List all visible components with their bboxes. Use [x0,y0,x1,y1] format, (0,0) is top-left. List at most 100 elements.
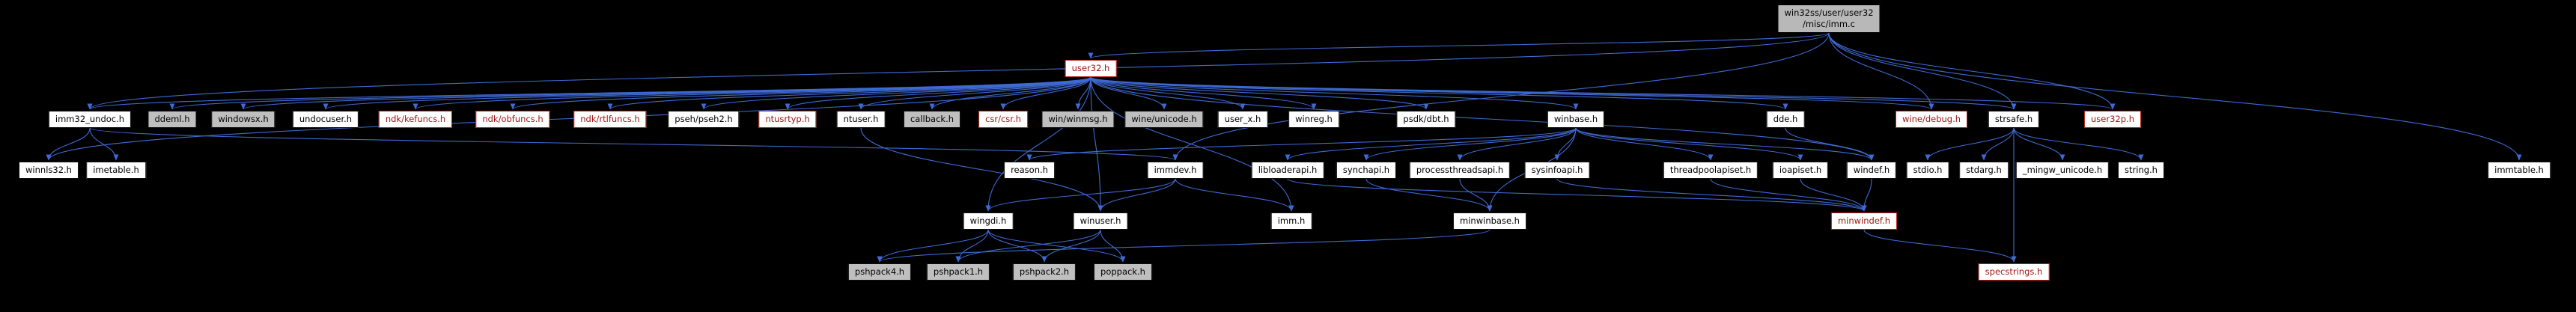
edge-user32_h-to-wine_unicode_h [1090,76,1167,110]
node-imetable_h[interactable]: imetable.h [86,162,146,179]
edge-immdev_h-to-winuser_h [1097,178,1176,212]
node-win_winmsg_h[interactable]: win/winmsg.h [1041,111,1115,128]
node-ndk_obfuncs_h[interactable]: ndk/obfuncs.h [475,111,550,128]
node-poppack_h[interactable]: poppack.h [1094,263,1152,281]
node-imm_c[interactable]: win32ss/user/user32 /misc/imm.c [1777,4,1881,33]
node-immdev_h[interactable]: immdev.h [1147,162,1204,179]
node-synchapi_h[interactable]: synchapi.h [1336,162,1397,179]
node-wine_debug_h[interactable]: wine/debug.h [1895,111,1968,128]
node-ndk_kefuncs_h[interactable]: ndk/kefuncs.h [378,111,453,128]
edge-immdev_h-to-imm_h [1175,178,1294,212]
node-libloaderapi_h[interactable]: libloaderapi.h [1251,162,1324,179]
node-user_x_h[interactable]: user_x.h [1217,111,1268,128]
edge-strsafe_h-to-stdarg_h [1981,127,2015,161]
edge-threadpoolapiset_h-to-minwindef_h [1710,178,1867,212]
edge-winbase_h-to-libloaderapi_h [1285,127,1577,161]
edge-ntuser_h-to-winuser_h [860,127,1103,212]
node-callback_h[interactable]: callback.h [903,111,961,128]
edge-winbase_h-to-synchapi_h [1363,127,1577,161]
node-specstrings_h[interactable]: specstrings.h [1978,263,2050,281]
edge-user32_h-to-winreg_h [1090,76,1317,110]
node-threadpoolapiset_h[interactable]: threadpoolapiset.h [1663,162,1759,179]
edge-user32_h-to-wine_debug_h [1090,76,1934,110]
edge-user32_h-to-ndk_kefuncs_h [412,76,1091,110]
edge-user32_h-to-strsafe_h [1090,76,2017,110]
node-string_h[interactable]: string.h [2118,162,2164,179]
edge-imm32_undoc_h-to-winnls32_h [46,127,91,161]
node-sysinfoapi_h[interactable]: sysinfoapi.h [1524,162,1590,179]
edge-sysinfoapi_h-to-minwindef_h [1556,178,1867,212]
edge-imm_c-to-user32_h [1088,32,1830,59]
node-strsafe_h[interactable]: strsafe.h [1988,111,2040,128]
edge-winbase_h-to-threadpoolapiset_h [1575,127,1714,161]
node-stdio_h[interactable]: stdio.h [1906,162,1949,179]
node-stdarg_h[interactable]: stdarg.h [1959,162,2009,179]
edge-user32_h-to-ndk_rtlfuncs_h [607,76,1091,110]
edge-wingdi_h-to-poppack_h [987,229,1126,263]
edge-user32_h-to-imm_h [1090,76,1294,212]
edge-imm_c-to-immtable_h [1828,32,2522,161]
node-minwindef_h[interactable]: minwindef.h [1830,212,1898,230]
node-winreg_h[interactable]: winreg.h [1288,111,1339,128]
edge-user32_h-to-ddeml_h [169,76,1091,110]
node-windowsx_h[interactable]: windowsx.h [211,111,275,128]
edge-dde_h-to-windef_h [1785,127,1875,161]
node-ioapiset_h[interactable]: ioapiset.h [1772,162,1829,179]
edge-user32_h-to-dde_h [1090,76,1788,110]
node-immtable_h[interactable]: immtable.h [2488,162,2551,179]
edge-winuser_h-to-poppack_h [1100,229,1126,263]
edge-strsafe_h-to-_mingw_unicode_h [2013,127,2065,161]
node-ddeml_h[interactable]: ddeml.h [147,111,197,128]
node-user32p_h[interactable]: user32p.h [2084,111,2141,128]
node-imm32_undoc_h[interactable]: imm32_undoc.h [48,111,132,128]
edge-user32_h-to-user32p_h [1090,76,2116,110]
node-csr_csr_h[interactable]: csr/csr.h [978,111,1028,128]
edge-imm_c-to-immdev_h [1172,32,1830,161]
edge-paths [46,32,2522,263]
node-undocuser_h[interactable]: undocuser.h [292,111,359,128]
edge-windef_h-to-minwindef_h [1861,178,1872,212]
node-winnls32_h[interactable]: winnls32.h [19,162,79,179]
node-reason_h[interactable]: reason.h [1004,162,1055,179]
node-pshpack4_h[interactable]: pshpack4.h [847,263,912,281]
node-pseh_pseh2_h[interactable]: pseh/pseh2.h [668,111,740,128]
edge-immdev_h-to-wingdi_h [985,178,1176,212]
edge-synchapi_h-to-minwinbase_h [1365,178,1493,212]
edge-imm_c-to-user32p_h [1828,32,2116,110]
node-windef_h[interactable]: windef.h [1846,162,1897,179]
edge-imm_c-to-wine_debug_h [1828,32,1934,110]
edge-winbase_h-to-reason_h [1026,127,1577,161]
edge-user32_h-to-ndk_obfuncs_h [510,76,1091,110]
node-imm_h[interactable]: imm.h [1270,212,1312,230]
node-minwinbase_h[interactable]: minwinbase.h [1453,212,1526,230]
node-ntuser_h[interactable]: ntuser.h [836,111,886,128]
edge-libloaderapi_h-to-minwindef_h [1287,178,1867,212]
node-ntusrtyp_h[interactable]: ntusrtyp.h [758,111,817,128]
node-_mingw_unicode_h[interactable]: _mingw_unicode.h [2015,162,2110,179]
edge-imm_c-to-strsafe_h [1828,32,2017,110]
edge-strsafe_h-to-stdio_h [1925,127,2015,161]
node-pshpack1_h[interactable]: pshpack1.h [926,263,990,281]
edge-user32_h-to-wingdi_h [985,76,1091,212]
node-psdk_dbt_h[interactable]: psdk/dbt.h [1396,111,1456,128]
node-winbase_h[interactable]: winbase.h [1547,111,1605,128]
edge-user32_h-to-ntuser_h [858,76,1091,110]
edge-user32_h-to-windowsx_h [240,76,1091,110]
node-ndk_rtlfuncs_h[interactable]: ndk/rtlfuncs.h [573,111,647,128]
edge-minwinbase_h-to-pshpack4_h [877,229,1491,263]
edge-imm32_undoc_h-to-imetable_h [89,127,119,161]
edge-imm_c-to-imm32_undoc_h [87,32,1830,110]
node-processthreadsapi_h[interactable]: processthreadsapi.h [1409,162,1511,179]
node-pshpack2_h[interactable]: pshpack2.h [1012,263,1077,281]
node-wine_unicode_h[interactable]: wine/unicode.h [1124,111,1204,128]
edge-user32_h-to-csr_csr_h [1000,76,1091,110]
node-wingdi_h[interactable]: wingdi.h [963,212,1014,230]
node-winuser_h[interactable]: winuser.h [1073,212,1128,230]
edge-user32_h-to-ntusrtyp_h [785,76,1091,110]
edge-user32_h-to-winnls32_h [46,76,1091,161]
node-user32_h[interactable]: user32.h [1065,60,1117,77]
edge-user32_h-to-winuser_h [1090,76,1103,212]
edge-strsafe_h-to-string_h [2013,127,2144,161]
node-dde_h[interactable]: dde.h [1766,111,1805,128]
edge-winuser_h-to-pshpack2_h [1041,229,1101,263]
